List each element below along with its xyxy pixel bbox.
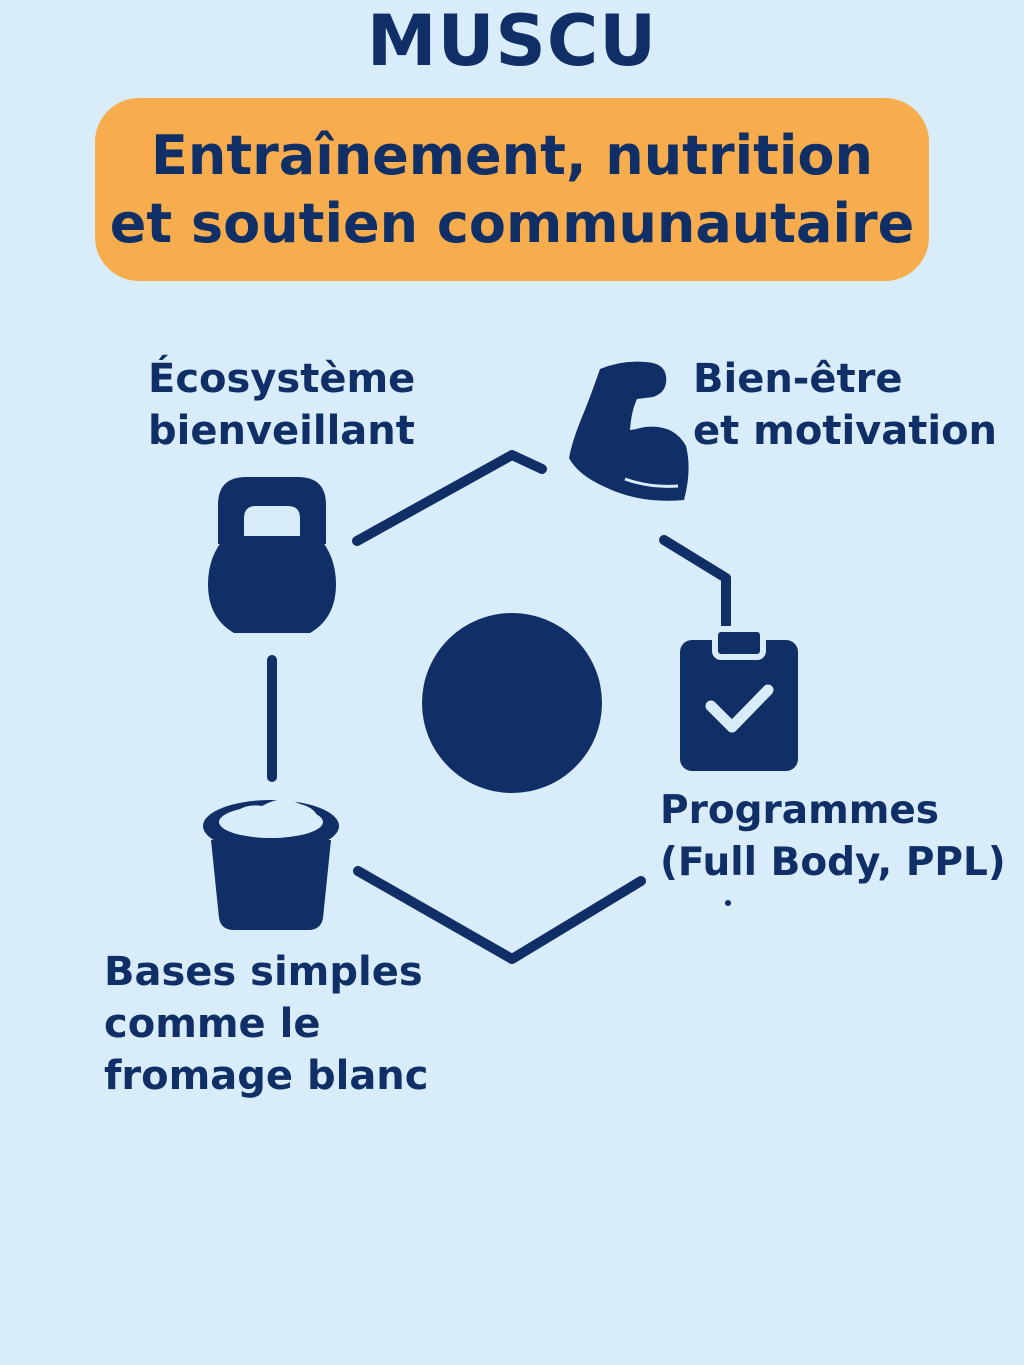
node-label-wellbeing: Bien-être et motivation <box>693 353 997 457</box>
fromage-blanc-pot-icon <box>203 799 339 930</box>
connector-ecosystem-wellbeing <box>352 450 547 546</box>
decorative-dot <box>725 900 731 906</box>
page-title: MUSCU <box>366 0 658 82</box>
subtitle-banner: Entraînement, nutrition et soutien commu… <box>95 98 929 281</box>
node-label-ecosystem: Écosystème bienveillant <box>148 353 415 457</box>
center-circle <box>422 613 602 793</box>
kettlebell-icon <box>208 477 336 633</box>
wellbeing-line-1: Bien-être <box>693 356 903 402</box>
node-label-nutrition: Bases simples comme le fromage blanc <box>104 946 429 1102</box>
connector-programs-nutrition <box>353 866 646 964</box>
flexed-bicep-icon <box>569 361 689 501</box>
clipboard-check-icon <box>680 626 798 771</box>
node-label-programs: Programmes (Full Body, PPL) <box>660 785 1006 889</box>
subtitle-line-2: et soutien communautaire <box>109 191 915 255</box>
cycle-connectors <box>267 450 731 964</box>
subtitle-line-1: Entraînement, nutrition <box>151 123 873 187</box>
wellbeing-line-2: et motivation <box>693 408 998 454</box>
nutrition-line-3: fromage blanc <box>104 1053 429 1099</box>
ecosystem-line-1: Écosystème <box>148 356 416 402</box>
programs-line-2: (Full Body, PPL) <box>660 840 1006 885</box>
nutrition-line-2: comme le <box>104 1001 321 1047</box>
nutrition-line-1: Bases simples <box>104 949 423 995</box>
connector-wellbeing-programs <box>659 535 731 630</box>
programs-line-1: Programmes <box>660 788 940 833</box>
ecosystem-line-2: bienveillant <box>148 408 415 454</box>
subtitle-text: Entraînement, nutrition et soutien commu… <box>110 122 915 258</box>
